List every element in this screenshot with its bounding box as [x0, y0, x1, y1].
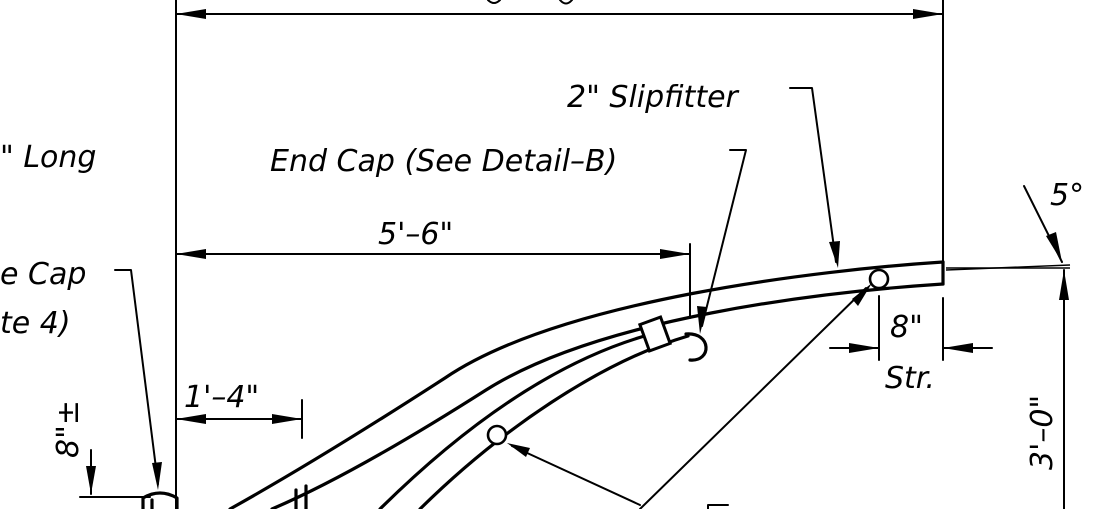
dimension-8-straight: 8" Str. [829, 310, 993, 396]
dimension-8-plus-minus: 8"± [51, 400, 151, 498]
note-label-partial: te 4) [0, 306, 71, 341]
dimension-3-0: 3'–0" [1025, 269, 1069, 509]
slipfitter-label: 2" Slipfitter [567, 80, 740, 115]
dimension-1-4-label: 1'–4" [184, 380, 259, 415]
dimension-8-value: 8" [890, 310, 923, 345]
end-cap-round [684, 332, 708, 362]
bow-pipes [228, 260, 945, 509]
hole-upper [868, 268, 890, 290]
cap-bottom-left [141, 491, 179, 509]
overall-dimension [175, 0, 944, 19]
end-cap-square [637, 315, 673, 353]
dimension-5-6-label: 5'–6" [378, 217, 453, 252]
end-cap-label: End Cap (See Detail–B) [270, 144, 617, 179]
dimension-8-pm-label: 8"± [51, 400, 86, 458]
dimension-5-6: 5'–6" [175, 217, 691, 259]
long-label-partial: " Long [0, 140, 96, 175]
dimension-1-4: 1'–4" [175, 380, 303, 424]
cap-label-partial: e Cap [0, 257, 86, 292]
angle-5-label: 5° [1050, 178, 1084, 213]
hole-lower [486, 424, 508, 446]
dimension-3-0-label: 3'–0" [1025, 395, 1060, 470]
angle-5-degree: 5° [1023, 178, 1084, 263]
leaders [114, 87, 872, 509]
dimension-8-suffix: Str. [885, 361, 935, 396]
